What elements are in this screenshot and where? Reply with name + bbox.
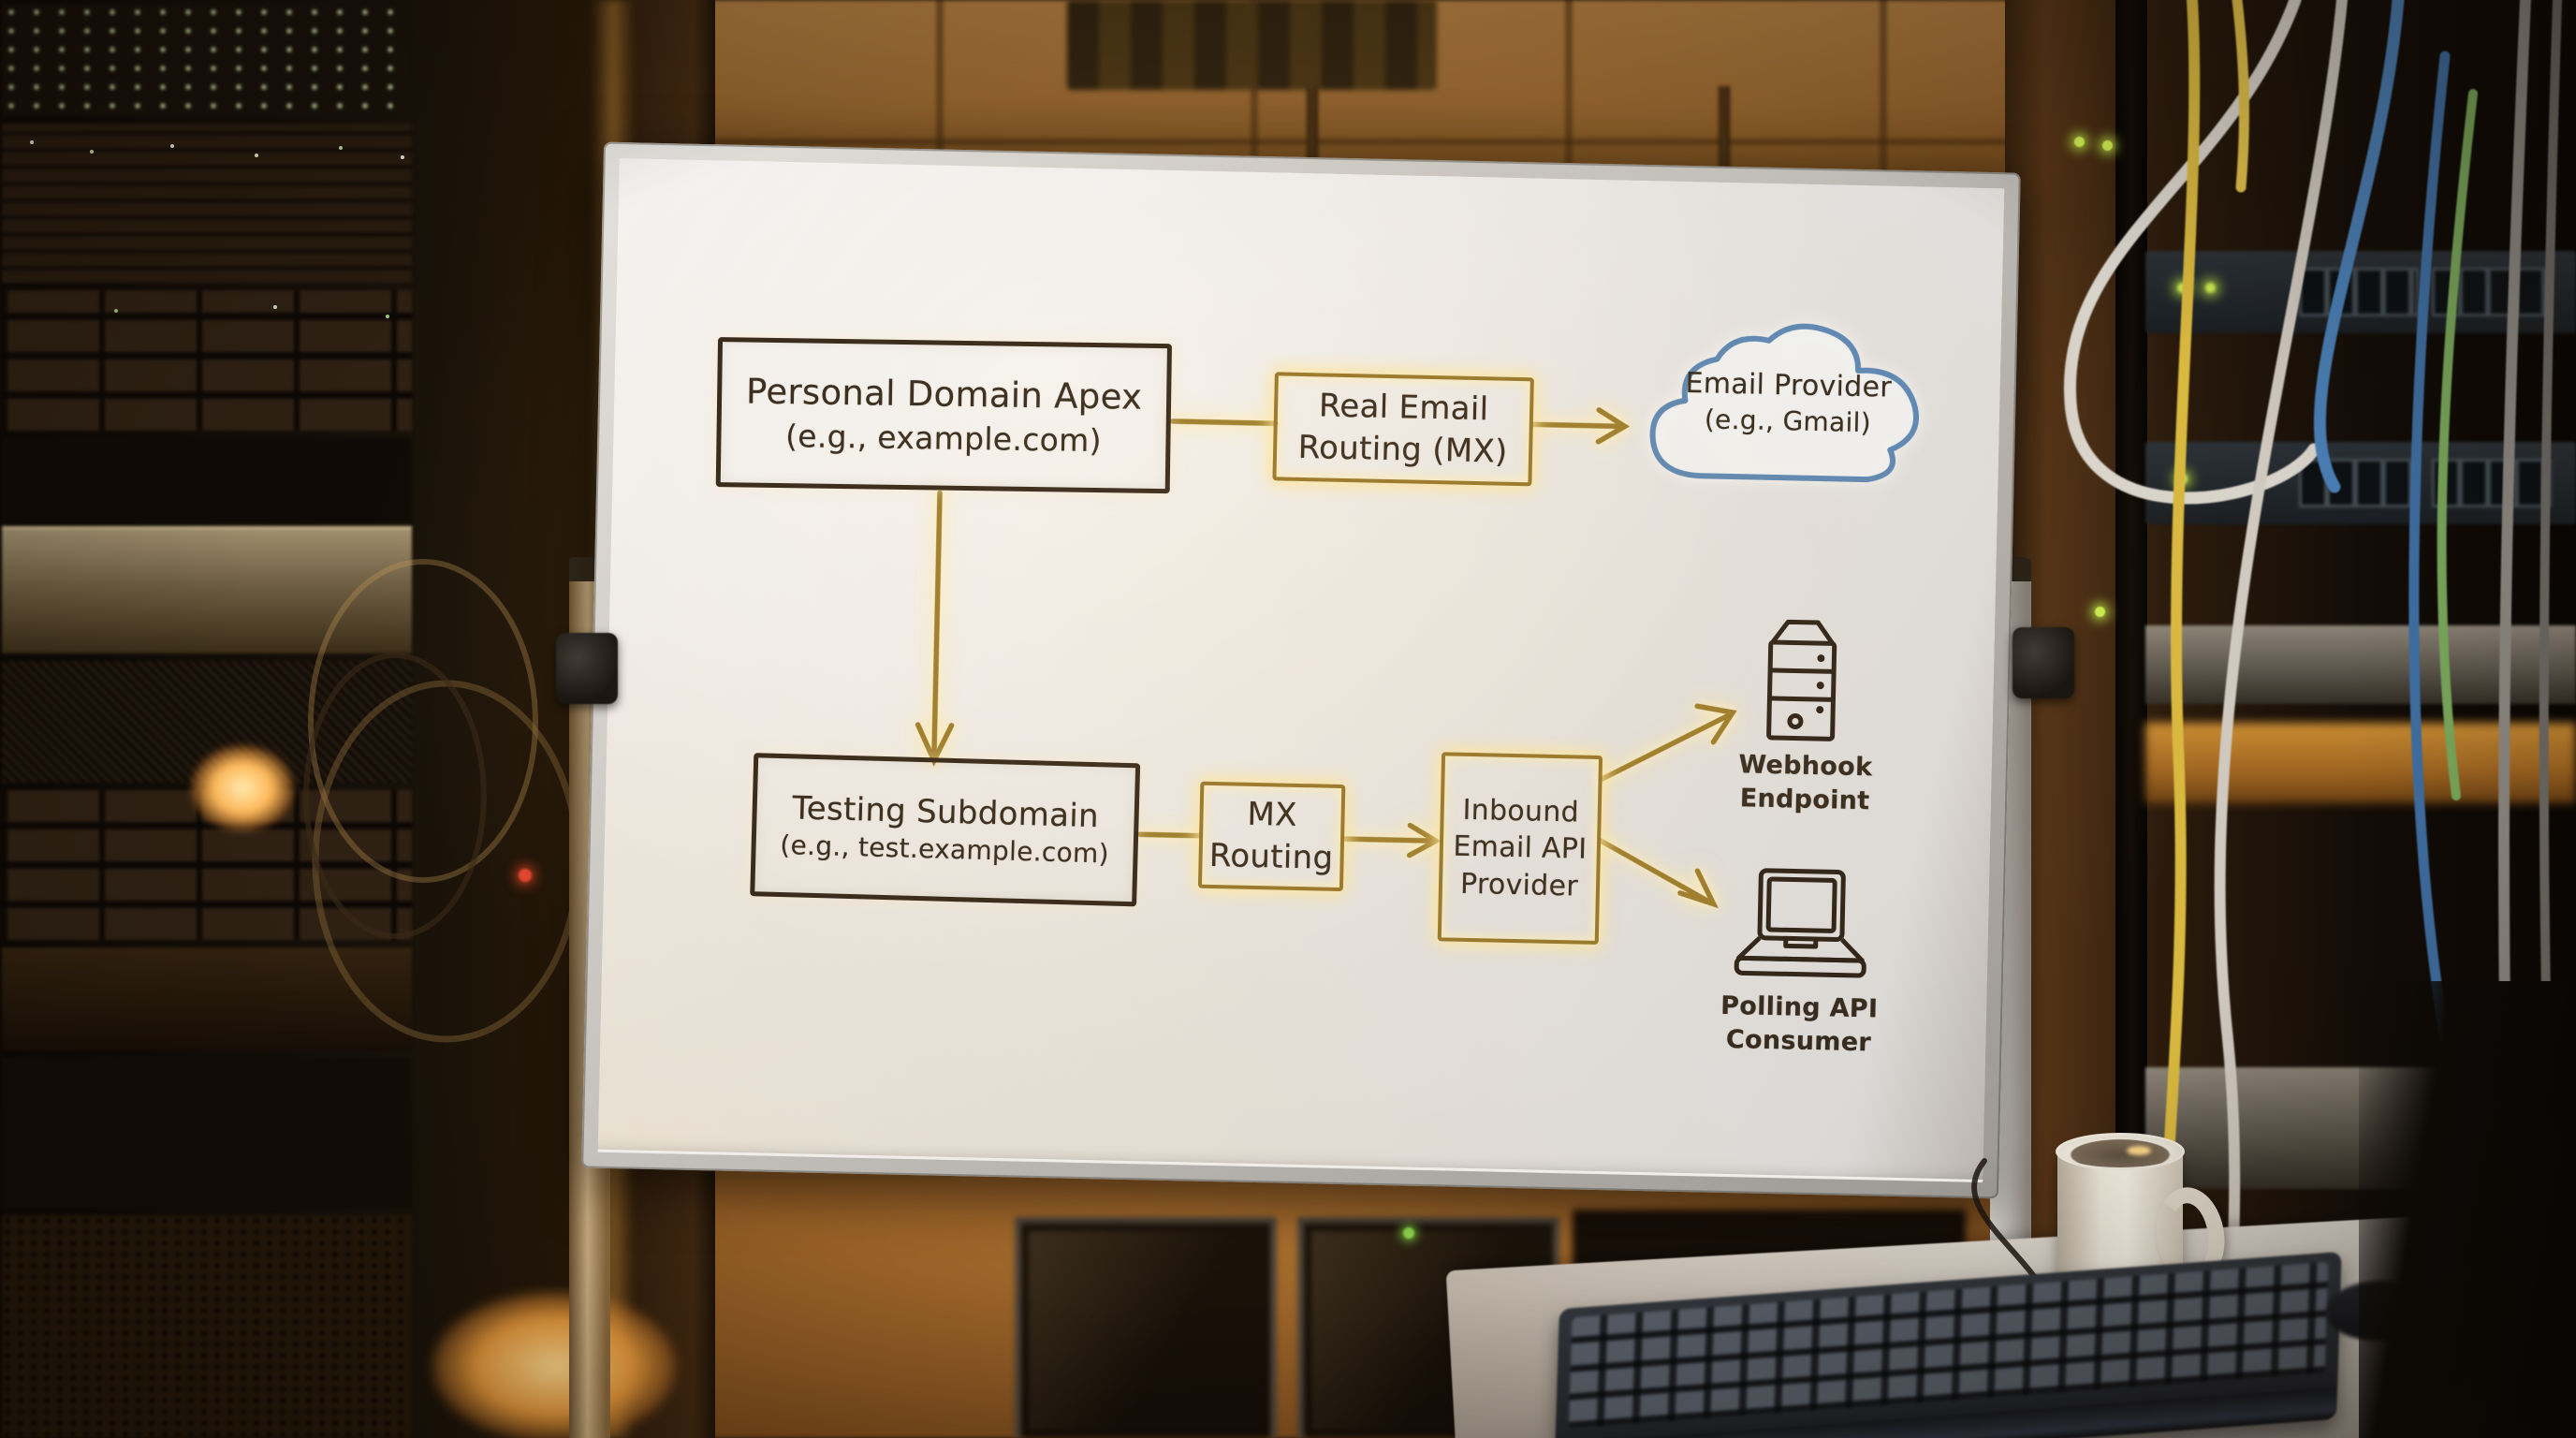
ceiling-vent bbox=[1067, 0, 1437, 90]
green-led bbox=[1403, 1227, 1414, 1239]
edge-inbound-to-webhook bbox=[1599, 703, 1737, 782]
cabinet bbox=[1015, 1217, 1277, 1438]
green-led bbox=[2074, 137, 2085, 147]
node-mx-routing: MX Routing bbox=[1197, 781, 1346, 892]
edge-apex-to-testing bbox=[915, 490, 955, 767]
edge-apex-to-realrouting bbox=[1170, 418, 1279, 427]
laptop-icon bbox=[1734, 868, 1866, 978]
node-line2: Routing bbox=[1208, 836, 1334, 877]
red-led bbox=[519, 869, 532, 882]
rack-server-unit bbox=[2, 124, 412, 283]
node-line2: Email API bbox=[1453, 829, 1588, 866]
whiteboard-surface: Personal Domain Apex (e.g., example.com)… bbox=[597, 157, 2005, 1183]
green-led bbox=[2102, 140, 2113, 151]
node-line1: MX bbox=[1247, 795, 1298, 835]
edge-realrouting-to-provider bbox=[1530, 407, 1631, 445]
stand-clamp-left bbox=[556, 633, 618, 704]
warm-lamp bbox=[191, 745, 294, 831]
rack-gap bbox=[2, 438, 412, 522]
rack-bezel bbox=[2, 947, 412, 1050]
node-line1: Webhook bbox=[1738, 750, 1873, 783]
foreground-silhouette bbox=[2359, 981, 2576, 1438]
node-line2: Consumer bbox=[1725, 1024, 1872, 1058]
diagram-connectors bbox=[915, 407, 1737, 909]
node-line2: Routing (MX) bbox=[1297, 428, 1509, 471]
node-real-email-routing: Real Email Routing (MX) bbox=[1272, 372, 1534, 487]
node-line3: Provider bbox=[1459, 867, 1579, 903]
node-title: Email Provider bbox=[1685, 366, 1893, 404]
node-inbound-email-api-provider: Inbound Email API Provider bbox=[1437, 752, 1603, 945]
edge-testing-to-mx bbox=[1137, 831, 1202, 839]
rack-silver-server bbox=[2, 526, 412, 653]
green-led bbox=[2095, 607, 2105, 617]
rack-drive-bays bbox=[2, 290, 412, 431]
node-personal-domain-apex: Personal Domain Apex (e.g., example.com) bbox=[715, 337, 1173, 494]
node-polling-api-consumer: Polling API Consumer bbox=[1712, 990, 1886, 1060]
node-subtitle: (e.g., Gmail) bbox=[1704, 403, 1872, 438]
node-subtitle: (e.g., example.com) bbox=[784, 417, 1103, 459]
mug-glint bbox=[2127, 1146, 2151, 1155]
edge-mx-to-inbound bbox=[1341, 822, 1442, 858]
rack-vent-panel bbox=[2, 1215, 412, 1438]
whiteboard: Personal Domain Apex (e.g., example.com)… bbox=[581, 141, 2021, 1199]
ceiling-seam bbox=[0, 139, 2576, 145]
node-testing-subdomain: Testing Subdomain (e.g., test.example.co… bbox=[750, 753, 1141, 907]
node-title: Personal Domain Apex bbox=[745, 371, 1143, 418]
hanging-cables bbox=[2063, 0, 2562, 1438]
node-line1: Inbound bbox=[1462, 793, 1580, 829]
server-tower-icon bbox=[1766, 619, 1837, 741]
rack-leds bbox=[30, 140, 34, 144]
node-line1: Real Email bbox=[1318, 387, 1489, 429]
rack-panel bbox=[2, 1058, 412, 1208]
mug-opening bbox=[2056, 1133, 2185, 1170]
cloud-icon bbox=[1649, 323, 1920, 483]
node-line1: Polling API bbox=[1720, 990, 1879, 1024]
node-email-provider: Email Provider (e.g., Gmail) bbox=[1647, 364, 1930, 442]
rack-led-panel bbox=[2, 4, 412, 116]
stand-clamp-right bbox=[2012, 627, 2074, 698]
node-webhook-endpoint: Webhook Endpoint bbox=[1725, 748, 1886, 818]
floor-glow bbox=[432, 1292, 676, 1438]
edge-inbound-to-polling bbox=[1598, 838, 1719, 909]
node-line2: Endpoint bbox=[1739, 783, 1870, 815]
